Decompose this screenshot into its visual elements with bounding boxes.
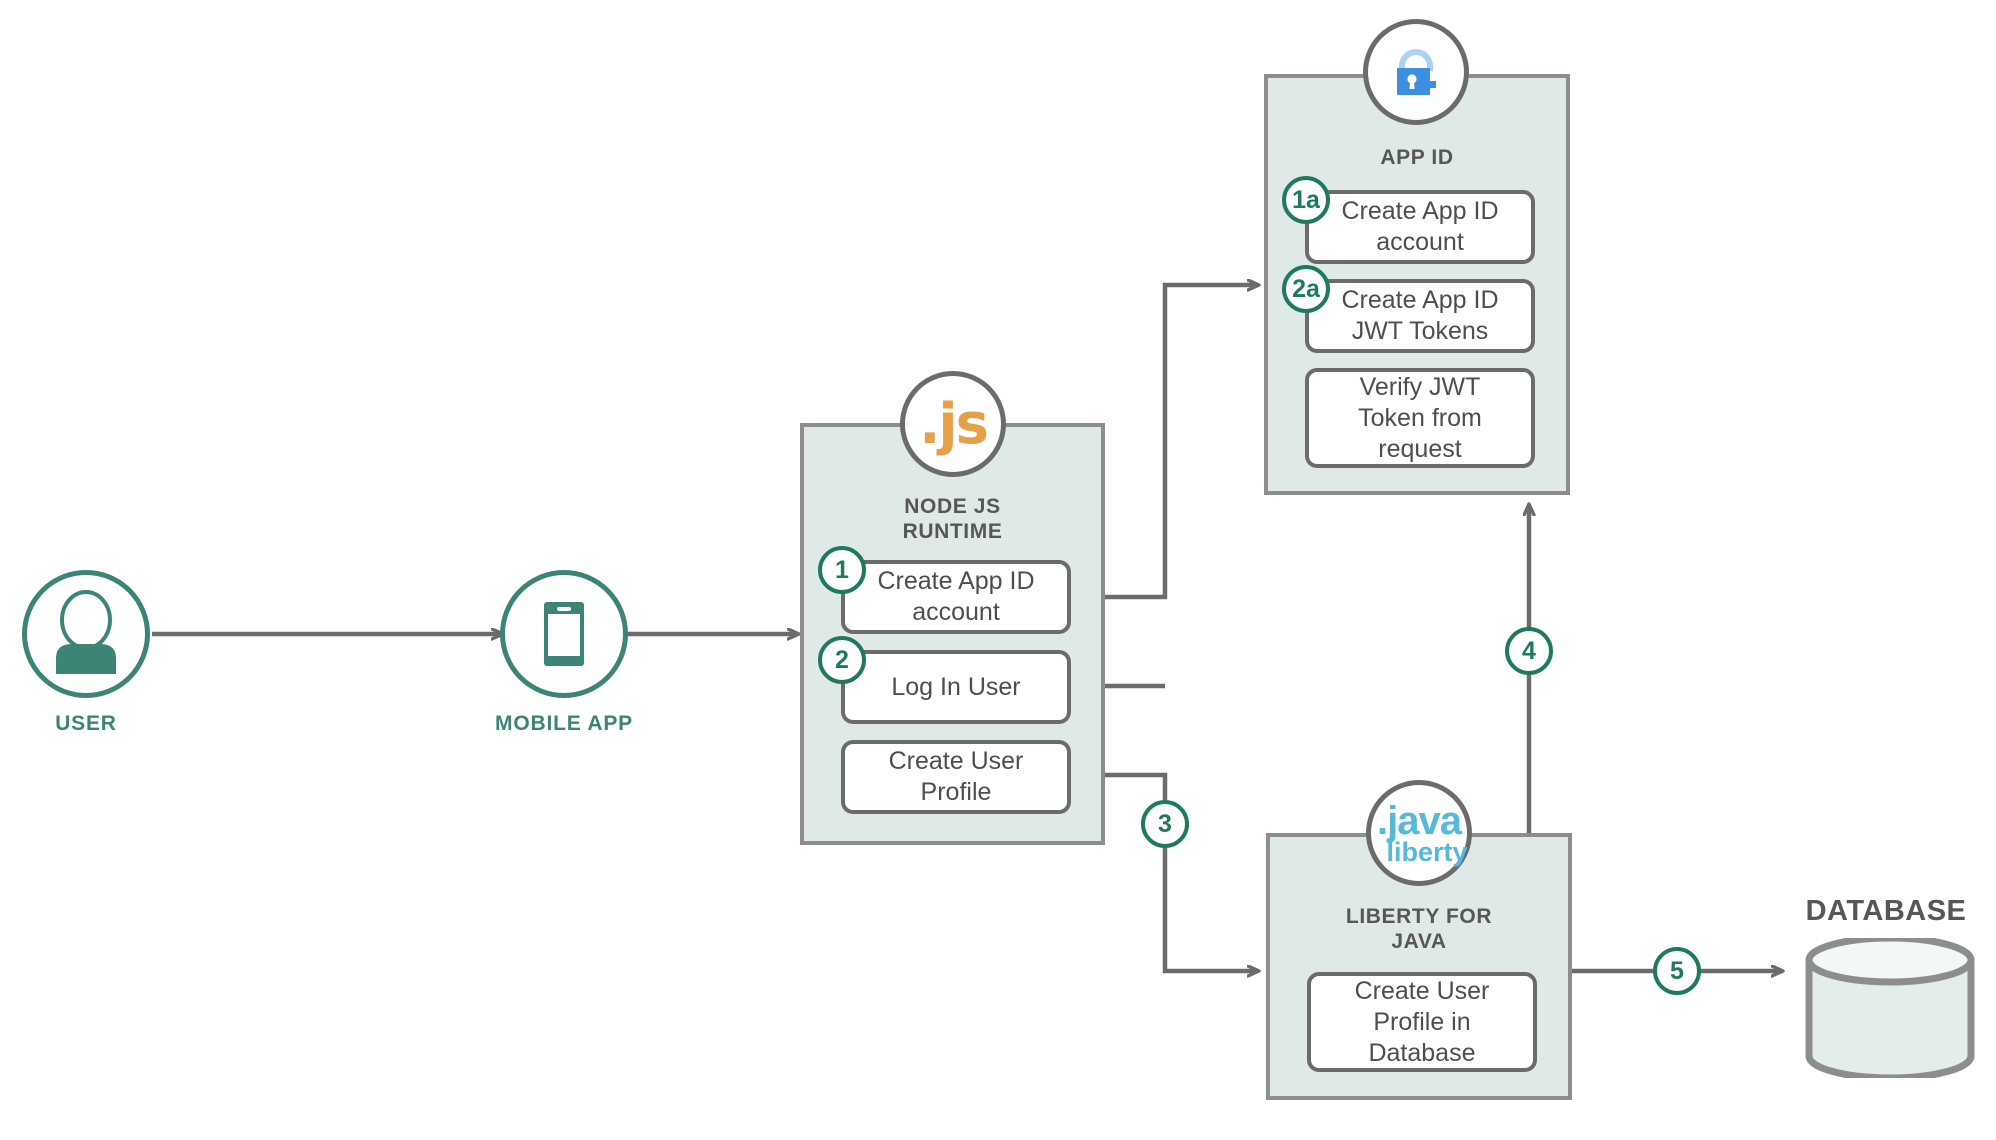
wire-step3-to-liberty — [1071, 772, 1258, 971]
badge-step-4: 4 — [1505, 627, 1553, 675]
nodejs-js-icon: .js — [919, 391, 989, 457]
zone-appid-title-line1: APP ID — [1380, 146, 1454, 169]
zone-nodejs-title: NODE JS RUNTIME — [800, 494, 1105, 544]
zone-liberty-title-line2: JAVA — [1391, 930, 1447, 953]
database-label: DATABASE — [1805, 895, 1967, 927]
task-appid-verify-jwt[interactable]: Verify JWT Token from request — [1305, 368, 1535, 468]
appid-lock-icon — [1397, 49, 1436, 95]
task-line2: Token from — [1358, 403, 1482, 432]
task-nodejs-login-user[interactable]: Log In User — [841, 650, 1071, 724]
task-nodejs-create-user-profile[interactable]: Create User Profile — [841, 740, 1071, 814]
task-liberty-create-profile-in-db[interactable]: Create User Profile in Database — [1307, 972, 1537, 1072]
task-line1: Verify JWT — [1359, 372, 1481, 401]
task-line2: account — [1376, 228, 1464, 256]
user-icon — [56, 590, 116, 674]
task-appid-create-jwt-tokens[interactable]: Create App ID JWT Tokens — [1305, 279, 1535, 353]
task-line3: request — [1378, 434, 1462, 463]
badge-step-1: 1 — [818, 546, 866, 594]
actor-user-label: USER — [55, 712, 117, 735]
actor-mobile-app-label: MOBILE APP — [495, 712, 633, 735]
task-line2: account — [912, 598, 1000, 626]
badge-step-2a: 2a — [1282, 265, 1330, 313]
database-cylinder-icon — [1805, 938, 1975, 1078]
task-line1: Create User — [888, 747, 1024, 775]
task-nodejs-create-account[interactable]: Create App ID account — [841, 560, 1071, 634]
zone-liberty-title-line1: LIBERTY FOR — [1345, 905, 1493, 928]
zone-liberty-title: LIBERTY FOR JAVA — [1266, 904, 1572, 954]
badge-step-5: 5 — [1653, 947, 1701, 995]
wire-step1-to-appid — [1071, 285, 1258, 600]
badge-step-1a: 1a — [1282, 176, 1330, 224]
badge-step-2: 2 — [818, 636, 866, 684]
task-line3: Database — [1368, 1038, 1476, 1067]
badge-step-3: 3 — [1141, 800, 1189, 848]
java-liberty-icon: .java liberty — [1370, 798, 1468, 867]
task-line2: Profile in — [1373, 1007, 1471, 1036]
task-appid-create-account[interactable]: Create App ID account — [1305, 190, 1535, 264]
zone-nodejs-title-line1: NODE JS — [904, 495, 1001, 518]
task-line1: Create App ID — [1341, 197, 1499, 225]
task-line1: Create App ID — [877, 567, 1035, 595]
mobile-phone-icon — [544, 602, 584, 666]
task-line1: Log In User — [891, 672, 1021, 701]
zone-appid-title: APP ID — [1264, 145, 1570, 170]
appid-logo-medallion — [1363, 19, 1469, 125]
java-liberty-line1: .java — [1377, 798, 1462, 843]
java-liberty-line2: liberty — [1386, 836, 1468, 867]
task-line1: Create App ID — [1341, 286, 1499, 314]
java-liberty-logo-medallion: .java liberty — [1366, 780, 1472, 886]
zone-nodejs-title-line2: RUNTIME — [902, 520, 1003, 543]
task-line1: Create User — [1354, 976, 1490, 1005]
task-line2: JWT Tokens — [1351, 317, 1489, 345]
nodejs-logo-medallion: .js — [900, 371, 1006, 477]
task-line2: Profile — [920, 778, 992, 806]
